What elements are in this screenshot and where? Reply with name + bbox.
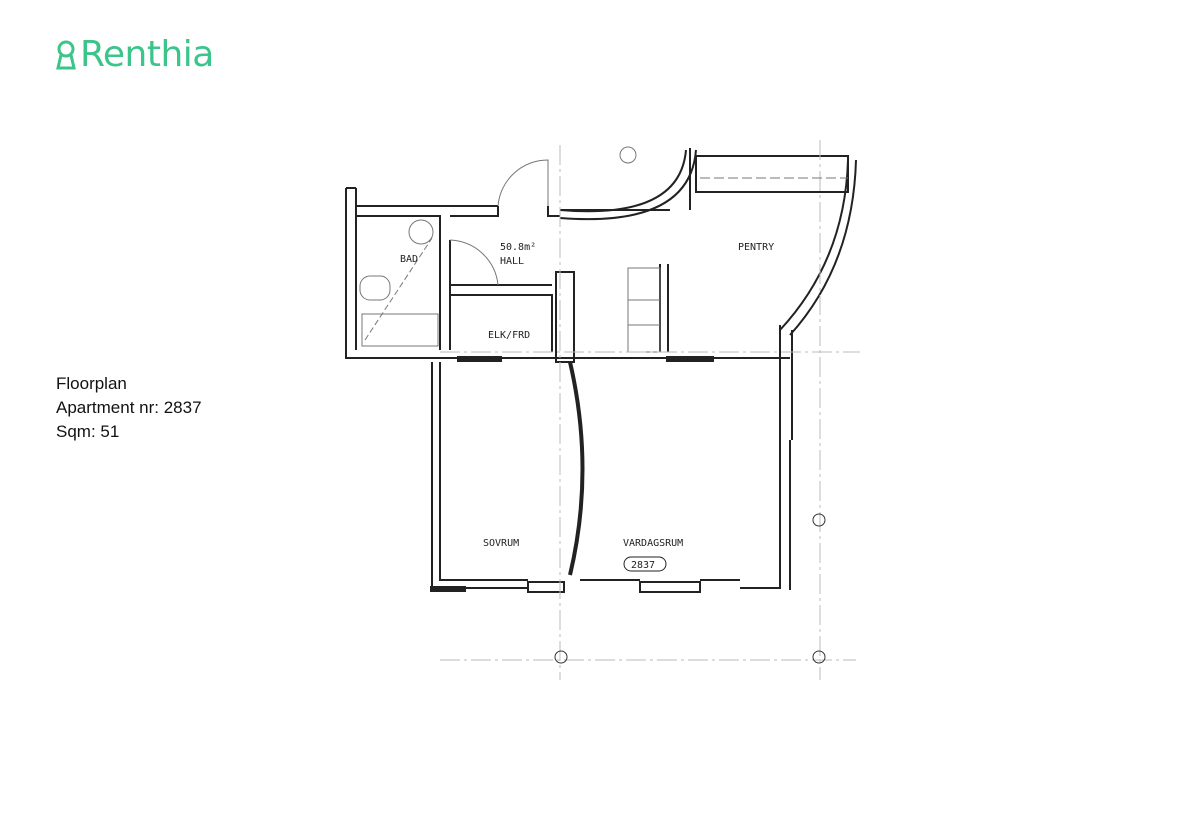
label-bad: BAD xyxy=(400,254,418,265)
keyhole-icon xyxy=(56,40,76,69)
label-pentry: PENTRY xyxy=(738,242,774,253)
apartment-info: Floorplan Apartment nr: 2837 Sqm: 51 xyxy=(56,372,202,444)
apartment-sqm: Sqm: 51 xyxy=(56,422,120,441)
label-elk: ELK/FRD xyxy=(488,330,530,341)
brand-name: Renthia xyxy=(80,34,214,75)
info-title: Floorplan xyxy=(56,374,127,393)
label-apt-tag: 2837 xyxy=(631,560,655,571)
label-sovrum: SOVRUM xyxy=(483,538,519,549)
label-area: 50.8m² xyxy=(500,242,536,253)
label-hall: HALL xyxy=(500,256,524,267)
brand-logo: Renthia xyxy=(55,34,214,75)
apartment-number: Apartment nr: 2837 xyxy=(56,398,202,417)
label-vardagsrum: VARDAGSRUM xyxy=(623,538,683,549)
